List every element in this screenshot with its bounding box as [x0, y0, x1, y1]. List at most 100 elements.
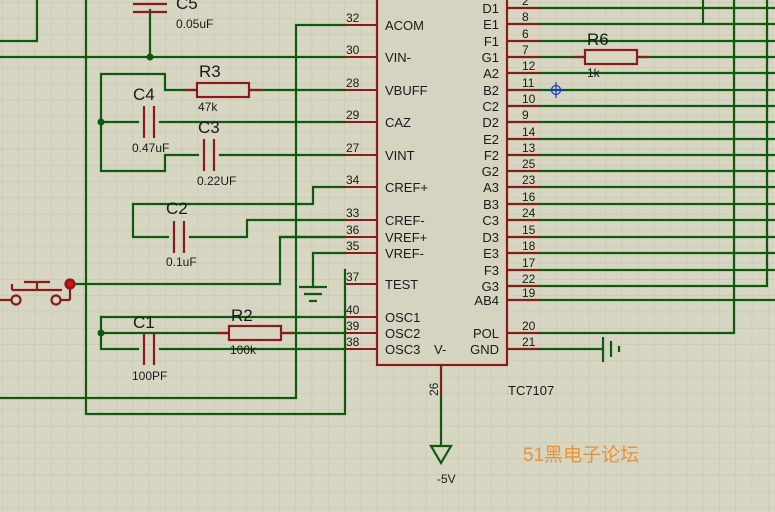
- junction-dots: [97, 53, 154, 337]
- wire-acom: [0, 23, 347, 400]
- pin-number: 11: [522, 76, 535, 90]
- pin-number: 13: [522, 141, 536, 155]
- gnd-ground-symbol: [601, 337, 621, 362]
- pin-number: 29: [346, 108, 360, 122]
- r3-value: 47k: [198, 100, 218, 114]
- pin-label: A3: [483, 180, 499, 195]
- pin-label: VREF-: [385, 246, 424, 261]
- pin-number: 30: [346, 43, 360, 57]
- pin-label: VREF+: [385, 230, 427, 245]
- pin-label: E2: [483, 132, 499, 147]
- pin-label: C3: [482, 213, 499, 228]
- supply-arrow: [429, 444, 453, 466]
- junction-dot: [97, 118, 105, 126]
- wire-c4-loop: [99, 72, 199, 124]
- pin-label: OSC2: [385, 326, 420, 341]
- pin-number: 12: [522, 59, 536, 73]
- pin-number: 33: [346, 206, 360, 220]
- ground-symbol: [299, 285, 327, 303]
- capacitor-c1[interactable]: [142, 333, 156, 365]
- pin-label: D3: [482, 230, 499, 245]
- wire-c3-loop: [99, 120, 200, 173]
- capacitor-c4[interactable]: [142, 106, 156, 138]
- capacitor-c5[interactable]: [133, 2, 167, 14]
- pin-label: GND: [470, 342, 499, 357]
- pin-label: F3: [484, 263, 499, 278]
- r3-ref: R3: [199, 62, 221, 81]
- c4-value: 0.47uF: [132, 141, 169, 155]
- c2-ref: C2: [166, 199, 188, 218]
- c3-ref: C3: [198, 118, 220, 137]
- pin-label: TEST: [385, 277, 418, 292]
- pin-label: G2: [482, 164, 499, 179]
- pin-number: 6: [522, 27, 529, 41]
- watermark-text: 51黑电子论坛: [523, 444, 639, 466]
- pin-label: CAZ: [385, 115, 411, 130]
- wire-top-left: [0, 0, 39, 43]
- c5-ref: C5: [176, 0, 198, 13]
- pin-number: 40: [346, 303, 360, 317]
- capacitor-c3[interactable]: [202, 139, 216, 171]
- resistor-r2[interactable]: [217, 324, 293, 342]
- wire-vref-minus: [311, 251, 347, 289]
- junction-dot: [97, 329, 105, 337]
- c4-ref: C4: [133, 85, 155, 104]
- pin-number: 16: [522, 190, 536, 204]
- c3-value: 0.22UF: [197, 174, 236, 188]
- pin-vminus: V- 26: [427, 342, 446, 396]
- pin-label: C2: [482, 99, 499, 114]
- pin-label: VINT: [385, 148, 415, 163]
- pin-number: 10: [522, 92, 536, 106]
- pin-number: 24: [522, 206, 536, 220]
- resistor-r3[interactable]: [185, 81, 261, 99]
- pin-number: 17: [522, 256, 536, 270]
- c5-value: 0.05uF: [176, 17, 213, 31]
- pin-number: 36: [346, 223, 360, 237]
- pin-number: 8: [522, 10, 529, 24]
- pin-number: 9: [522, 108, 529, 122]
- chip-name: TC7107: [508, 383, 554, 398]
- pin-number: 14: [522, 125, 536, 139]
- components: [0, 2, 649, 365]
- pin-number: 7: [522, 43, 529, 57]
- r2-value: 100k: [230, 343, 257, 357]
- wire-g3: [506, 0, 769, 288]
- pin-label: F2: [484, 148, 499, 163]
- r6-ref: R6: [587, 30, 609, 49]
- pin-label: OSC3: [385, 342, 420, 357]
- pin-label: OSC1: [385, 310, 420, 325]
- pin-number: 34: [346, 173, 360, 187]
- wire-e1-f1-bus: [506, 0, 775, 43]
- wire-pol: [506, 0, 736, 335]
- pin-label: B2: [483, 83, 499, 98]
- switch-pin-dot: [67, 281, 73, 287]
- pin-label: A2: [483, 66, 499, 81]
- r6-value: 1k: [587, 66, 601, 80]
- wire-cref-plus: [131, 185, 347, 239]
- capacitor-c2[interactable]: [172, 221, 186, 253]
- junction-dot: [146, 53, 154, 61]
- pin-number: 20: [522, 319, 536, 333]
- pin-label: G1: [482, 50, 499, 65]
- pin-number: 15: [522, 223, 536, 237]
- pin-label: CREF+: [385, 180, 428, 195]
- wire-c1-loop: [99, 315, 140, 351]
- probe-marker[interactable]: [548, 82, 564, 98]
- pin-number: 2: [522, 0, 529, 8]
- wire-cref-minus: [188, 218, 347, 239]
- pin-vminus-label: V-: [434, 342, 446, 357]
- pin-label: B3: [483, 197, 499, 212]
- pin-label: E3: [483, 246, 499, 261]
- c1-ref: C1: [133, 313, 155, 332]
- pushbutton-switch[interactable]: [0, 278, 76, 306]
- pin-vminus-number: 26: [427, 382, 441, 396]
- resistor-r6[interactable]: [573, 48, 649, 66]
- c2-value: 0.1uF: [166, 255, 197, 269]
- pin-label: G3: [482, 279, 499, 294]
- pin-label: D1: [482, 1, 499, 16]
- pin-number: 21: [522, 335, 536, 349]
- r2-ref: R2: [231, 306, 253, 325]
